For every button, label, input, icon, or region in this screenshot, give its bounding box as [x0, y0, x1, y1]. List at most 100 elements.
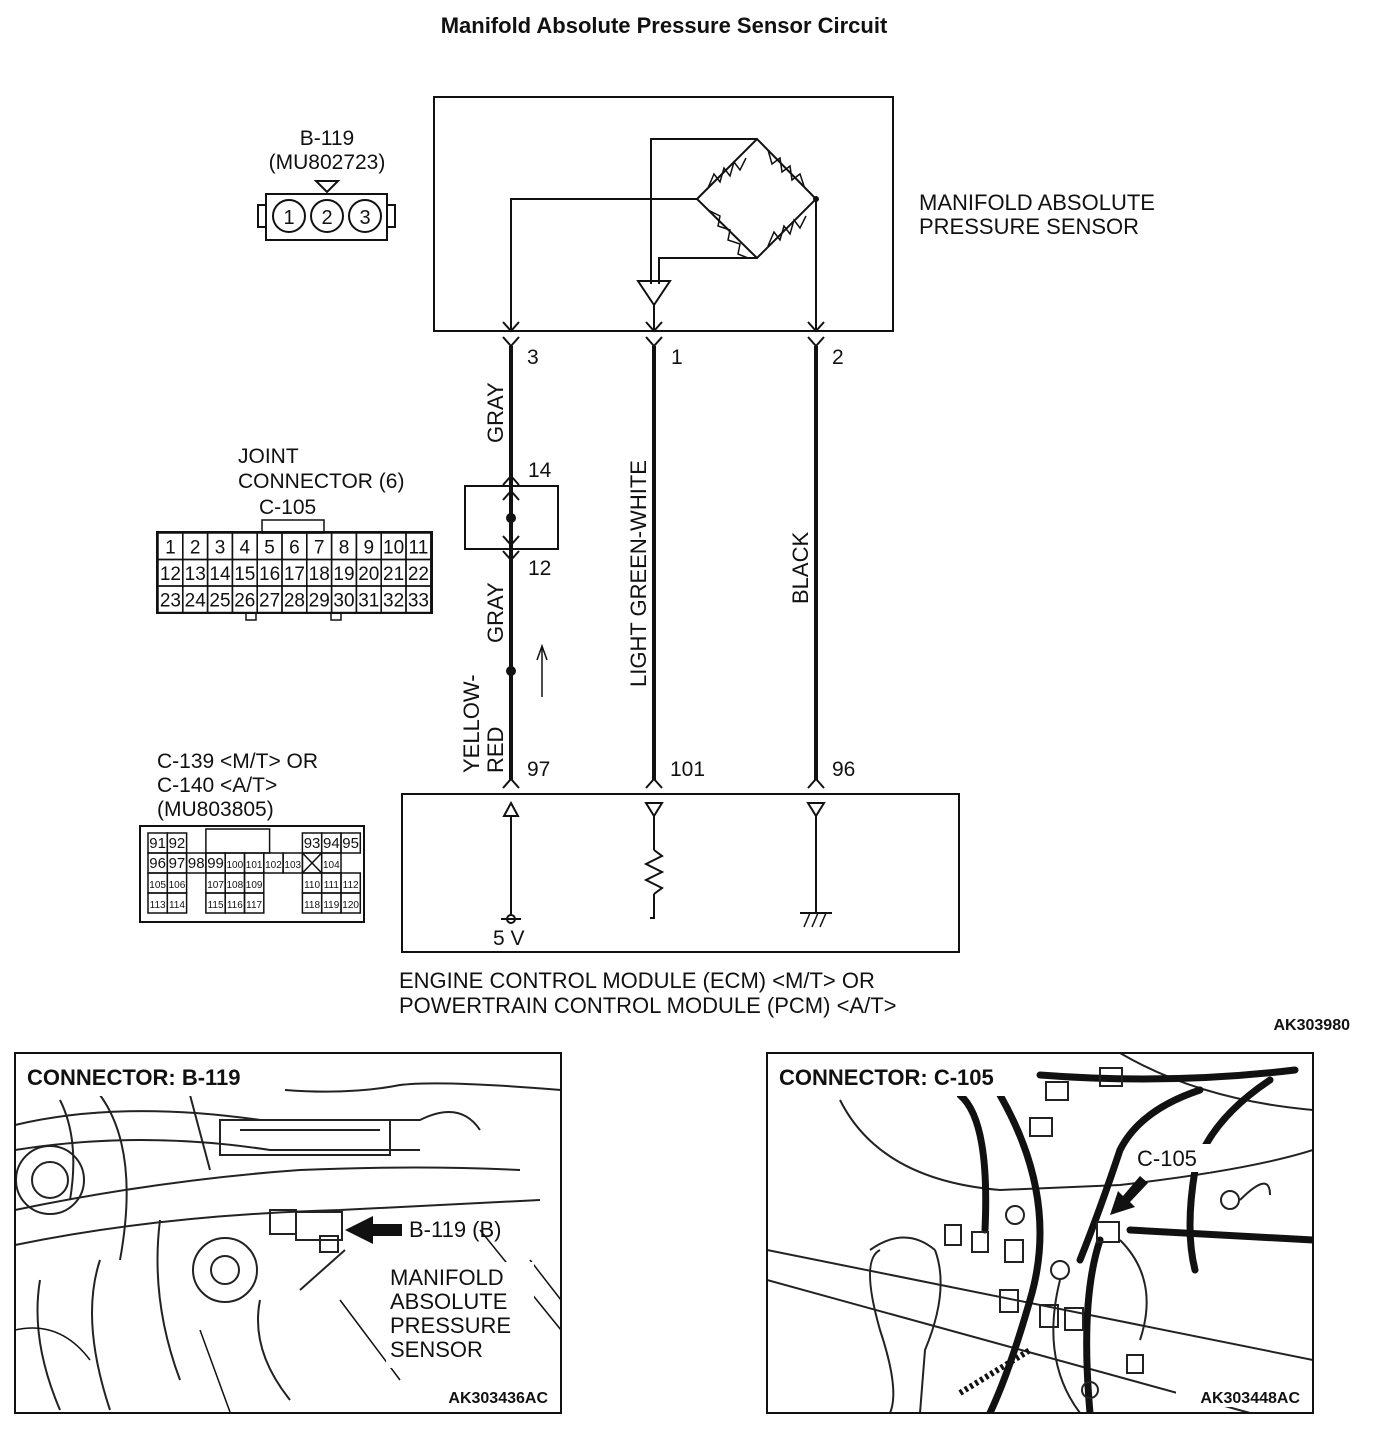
wire-color-change-dot: [506, 666, 516, 676]
c105-pin-label: 11: [409, 538, 429, 559]
b119-pin-3: [348, 199, 382, 233]
c105-pin-label: 14: [209, 564, 231, 585]
sensor-terminal-number: 1: [671, 346, 683, 369]
page-title: Manifold Absolute Pressure Sensor Circui…: [441, 13, 888, 38]
ecm-pin-label: 110: [304, 880, 320, 891]
c105-pin-label: 9: [364, 538, 375, 559]
b119-part-no: (MU802723): [269, 151, 386, 174]
harness-wires: [506, 346, 818, 780]
amplifier-icon: [636, 280, 672, 307]
c105-pin-label: 25: [209, 591, 230, 612]
c105-pin-label: 24: [185, 591, 207, 612]
ecm-pin-label: 101: [246, 860, 263, 871]
ecm-pin-label: 104: [323, 860, 340, 871]
ecm-pin-label: 105: [149, 880, 166, 891]
c105-pin-label: 32: [383, 591, 404, 612]
ecm-pin-label: 108: [227, 880, 244, 891]
b119-pin-2: [310, 199, 344, 233]
c105-pin-label: 7: [314, 538, 325, 559]
ecm-pin-label: 100: [227, 860, 244, 871]
terminal-chevron-icon: [502, 474, 520, 501]
c105-pin-label: 15: [234, 564, 255, 585]
b119-pin-1: [272, 199, 306, 233]
sensor-terminals: 3 1 2: [502, 321, 844, 369]
ecm-pin-label: 95: [342, 835, 359, 852]
ecm-pin-label: 99: [207, 855, 224, 872]
ecm-box: [401, 793, 960, 953]
ecm-terminal-number: 97: [527, 758, 550, 781]
photo-b119: CONNECTOR: B-119 B-119 (B) MANIFOLD ABSO…: [14, 1052, 562, 1414]
b119-key-arrow-icon: [313, 180, 341, 194]
wire-color-label: BLACK: [788, 532, 813, 604]
diagram-code: AK303980: [1274, 1017, 1351, 1034]
c105-label: CONNECTOR (6): [238, 470, 404, 493]
b119-connector-face: B-119 (MU802723) 1 2 3: [257, 127, 396, 241]
b119-pin-label: 3: [359, 207, 370, 229]
c105-pin-label: 26: [234, 591, 255, 612]
c105-pin-label: 1: [165, 538, 176, 559]
sensor-terminal-number: 3: [527, 346, 539, 369]
ecm-pin-label: 111: [324, 880, 340, 891]
photo-c105: CONNECTOR: C-105 C-105 AK303448AC: [766, 1052, 1314, 1414]
c105-pin-label: 31: [358, 591, 379, 612]
terminal-chevron-icon: [645, 777, 663, 789]
input-arrow-icon: [644, 802, 664, 818]
ecm-pin-label: 119: [323, 900, 339, 911]
b119-housing: [265, 193, 388, 241]
ecm-connector-label: C-140 <A/T>: [157, 774, 277, 797]
c105-pin-label: 18: [309, 564, 330, 585]
ecm-pin-label: 118: [304, 900, 320, 911]
console-illustration: [767, 1053, 1313, 1413]
ecm-pin-cell: [340, 832, 362, 854]
ecm-pin-label: 113: [150, 900, 166, 911]
ecm-pin-label: 120: [342, 900, 359, 911]
wheatstone-bridge: [695, 137, 818, 260]
ecm-pin-label: 103: [284, 860, 301, 871]
c105-id: C-105: [259, 496, 316, 519]
ecm-pin-label: 112: [343, 880, 359, 891]
c105-pin-label: 28: [284, 591, 305, 612]
ecm-pin-label: 116: [227, 900, 243, 911]
ecm-connector-label: (MU803805): [157, 798, 274, 821]
engine-bay-illustration: [15, 1082, 561, 1413]
c105-pin-label: 17: [284, 564, 305, 585]
resistor-icon: [767, 215, 807, 247]
resistor-icon: [707, 157, 747, 189]
terminal-chevron-icon: [502, 777, 520, 789]
map-sensor-block: MANIFOLD ABSOLUTE PRESSURE SENSOR: [433, 96, 1155, 332]
sensor-box: [433, 96, 894, 332]
ecm-pin-label: 117: [246, 900, 262, 911]
input-arrow-icon: [806, 802, 826, 818]
c105-pin-cell: [405, 585, 432, 614]
wire-color-label: GRAY: [483, 382, 508, 443]
c105-pin-label: 2: [190, 538, 201, 559]
ecm-empty-cavity: [301, 852, 323, 874]
ecm-connector-face: C-139 <M/T> OR C-140 <A/T> (MU803805) 91…: [139, 750, 365, 923]
ecm-label: POWERTRAIN CONTROL MODULE (PCM) <A/T>: [399, 993, 897, 1018]
c105-pin-label: 20: [358, 564, 379, 585]
photo-label: ABSOLUTE: [390, 1289, 507, 1314]
c105-pin-label: 3: [215, 538, 226, 559]
c105-pin-label: 19: [333, 564, 354, 585]
ecm-block: 97 101 96 5 V ENGINE CONTROL MODULE (ECM…: [399, 758, 960, 1018]
c105-pin-label: 16: [259, 564, 280, 585]
c105-pin-label: 21: [383, 564, 404, 585]
ecm-terminal-number: 96: [832, 758, 855, 781]
photo-code: AK303448AC: [1200, 1390, 1300, 1407]
ecm-pin-label: 102: [265, 860, 282, 871]
ecm-pin-cell: [340, 892, 362, 914]
sensor-label: MANIFOLD ABSOLUTE: [919, 190, 1155, 215]
c105-pin-label: 22: [408, 564, 429, 585]
c105-pin-label: 27: [259, 591, 280, 612]
b119-pin-label: 2: [321, 207, 332, 229]
ecm-pin-label: 98: [188, 855, 205, 872]
supply-arrow-icon: [502, 800, 520, 817]
ecm-pin-label: 107: [207, 880, 224, 891]
callout-arrow-icon: [345, 1216, 402, 1244]
resistor-icon: [767, 149, 805, 187]
ecm-blank-region: [205, 828, 271, 854]
joint-connector-block: 14 12: [464, 459, 559, 580]
photo-label: MANIFOLD: [390, 1265, 504, 1290]
ecm-pin-label: 106: [169, 880, 186, 891]
